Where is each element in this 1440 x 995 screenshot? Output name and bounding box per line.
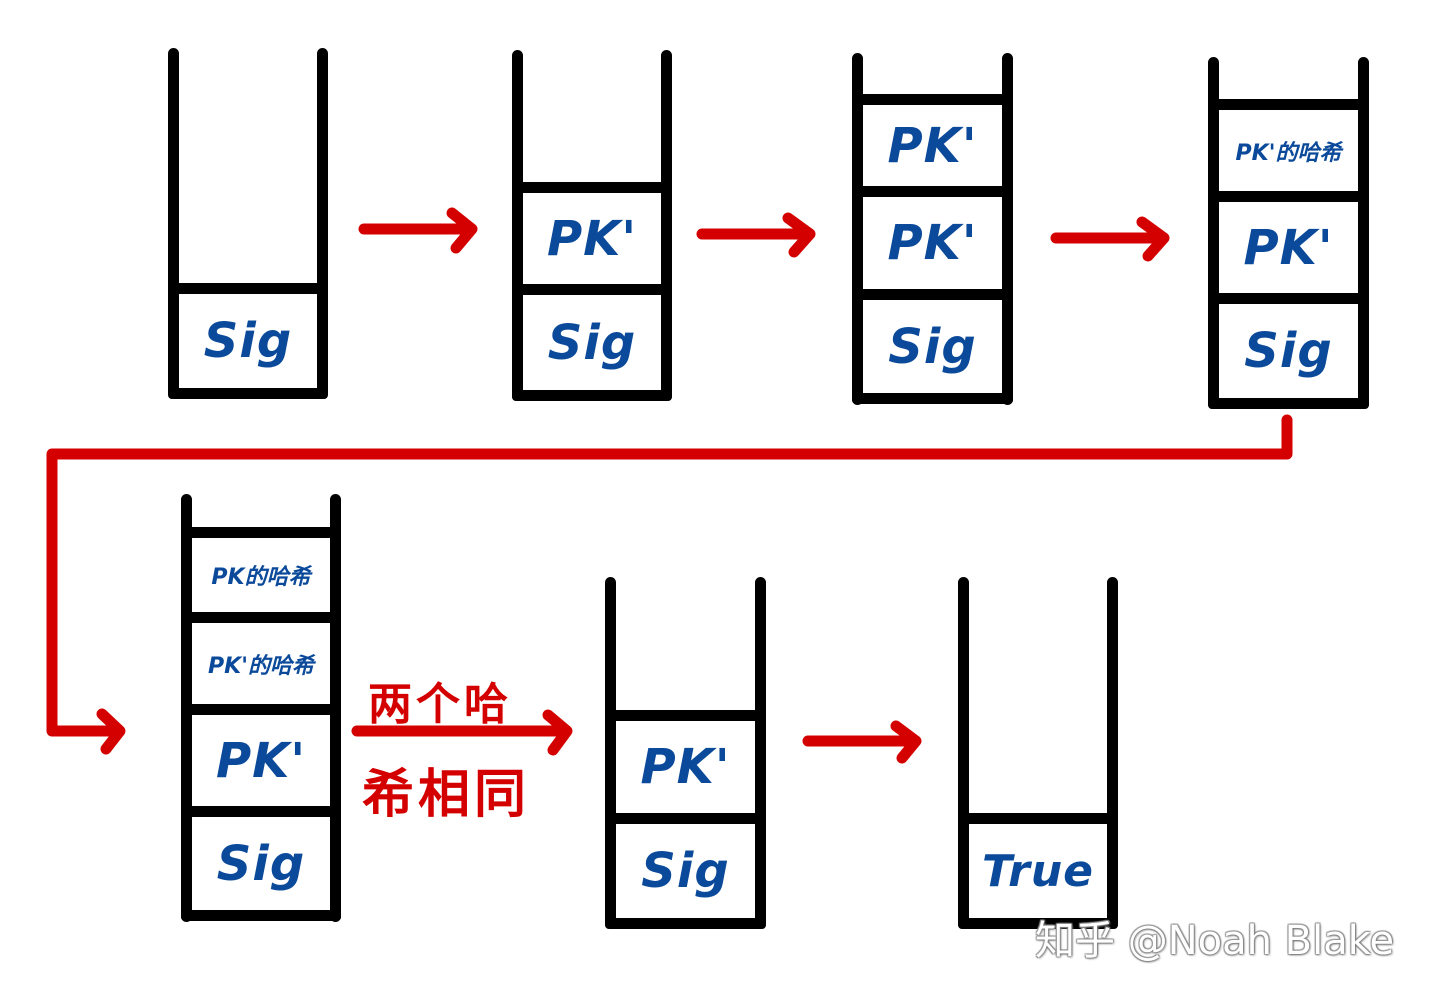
- stack-wall: [1002, 53, 1013, 405]
- arrow-s3-s4: [1050, 216, 1170, 262]
- stack-base: [181, 910, 341, 921]
- stack-divider: [1208, 293, 1369, 304]
- stack-cell-sig: Sig: [1244, 323, 1333, 379]
- stack-cell-sig: Sig: [203, 313, 293, 369]
- stack-base: [605, 918, 766, 929]
- stack-cell-pk-prime: PK': [546, 210, 638, 267]
- stack-divider: [605, 710, 766, 721]
- stack-cell-pk-prime: PK': [887, 117, 978, 174]
- stack-wall: [1208, 57, 1219, 409]
- watermark: 知乎 @Noah Blake: [1035, 918, 1395, 964]
- stack-wall: [661, 50, 672, 400]
- edge-label-line2: 希相同: [362, 765, 531, 825]
- stack-cell-pk-prime: PK': [640, 739, 731, 795]
- stack-base: [512, 390, 672, 401]
- edge-label-line1: 两个哈: [368, 679, 512, 730]
- stack-divider: [512, 182, 672, 193]
- stack-wall: [512, 50, 523, 400]
- stack-cell-pk-hash: PK的哈希: [211, 565, 311, 590]
- stack-wall: [1107, 577, 1118, 929]
- stack-cell-sig: Sig: [547, 314, 637, 371]
- stack-cell-sig: Sig: [641, 843, 730, 899]
- stack-divider: [168, 283, 328, 294]
- stack-cell-pk-prime: PK': [1243, 219, 1334, 276]
- stack-base: [168, 388, 328, 399]
- stack-divider: [852, 94, 1013, 105]
- stack-wall: [168, 48, 179, 398]
- stack-wall: [852, 53, 863, 405]
- stack-cell-pk-prime-hash: PK'的哈希: [208, 653, 314, 679]
- arrow-s4-s5: [46, 414, 1293, 755]
- arrow-s6-s7: [802, 720, 922, 764]
- stack-divider: [181, 704, 341, 715]
- stack-wall: [605, 577, 616, 929]
- stack-divider: [1208, 99, 1369, 110]
- stack-wall: [958, 577, 969, 929]
- stack-divider: [181, 612, 341, 623]
- arrow-s2-s3: [696, 212, 816, 258]
- stack-base: [958, 918, 1118, 929]
- stack-divider: [852, 289, 1013, 300]
- stack-divider: [605, 813, 766, 824]
- stack-divider: [181, 806, 341, 817]
- stack-divider: [512, 284, 672, 295]
- stack-wall: [317, 48, 328, 398]
- stack-cell-sig: Sig: [888, 318, 977, 375]
- stack-cell-pk-prime-hash: PK'的哈希: [1235, 140, 1342, 166]
- stack-cell-pk-prime: PK': [215, 732, 307, 789]
- stack-cell-sig: Sig: [216, 835, 306, 892]
- stack-divider: [181, 527, 341, 538]
- arrow-s5-s6: [351, 709, 573, 756]
- stack-divider: [958, 813, 1118, 824]
- stack-base: [852, 393, 1013, 404]
- arrow-s1-s2: [358, 207, 478, 254]
- stack-cell-pk-prime: PK': [887, 215, 978, 271]
- stack-cell-true: True: [981, 845, 1095, 897]
- stack-base: [1208, 398, 1369, 409]
- stack-wall: [755, 577, 766, 929]
- stack-divider: [1208, 191, 1369, 202]
- stack-wall: [1358, 57, 1369, 409]
- stack-divider: [852, 186, 1013, 197]
